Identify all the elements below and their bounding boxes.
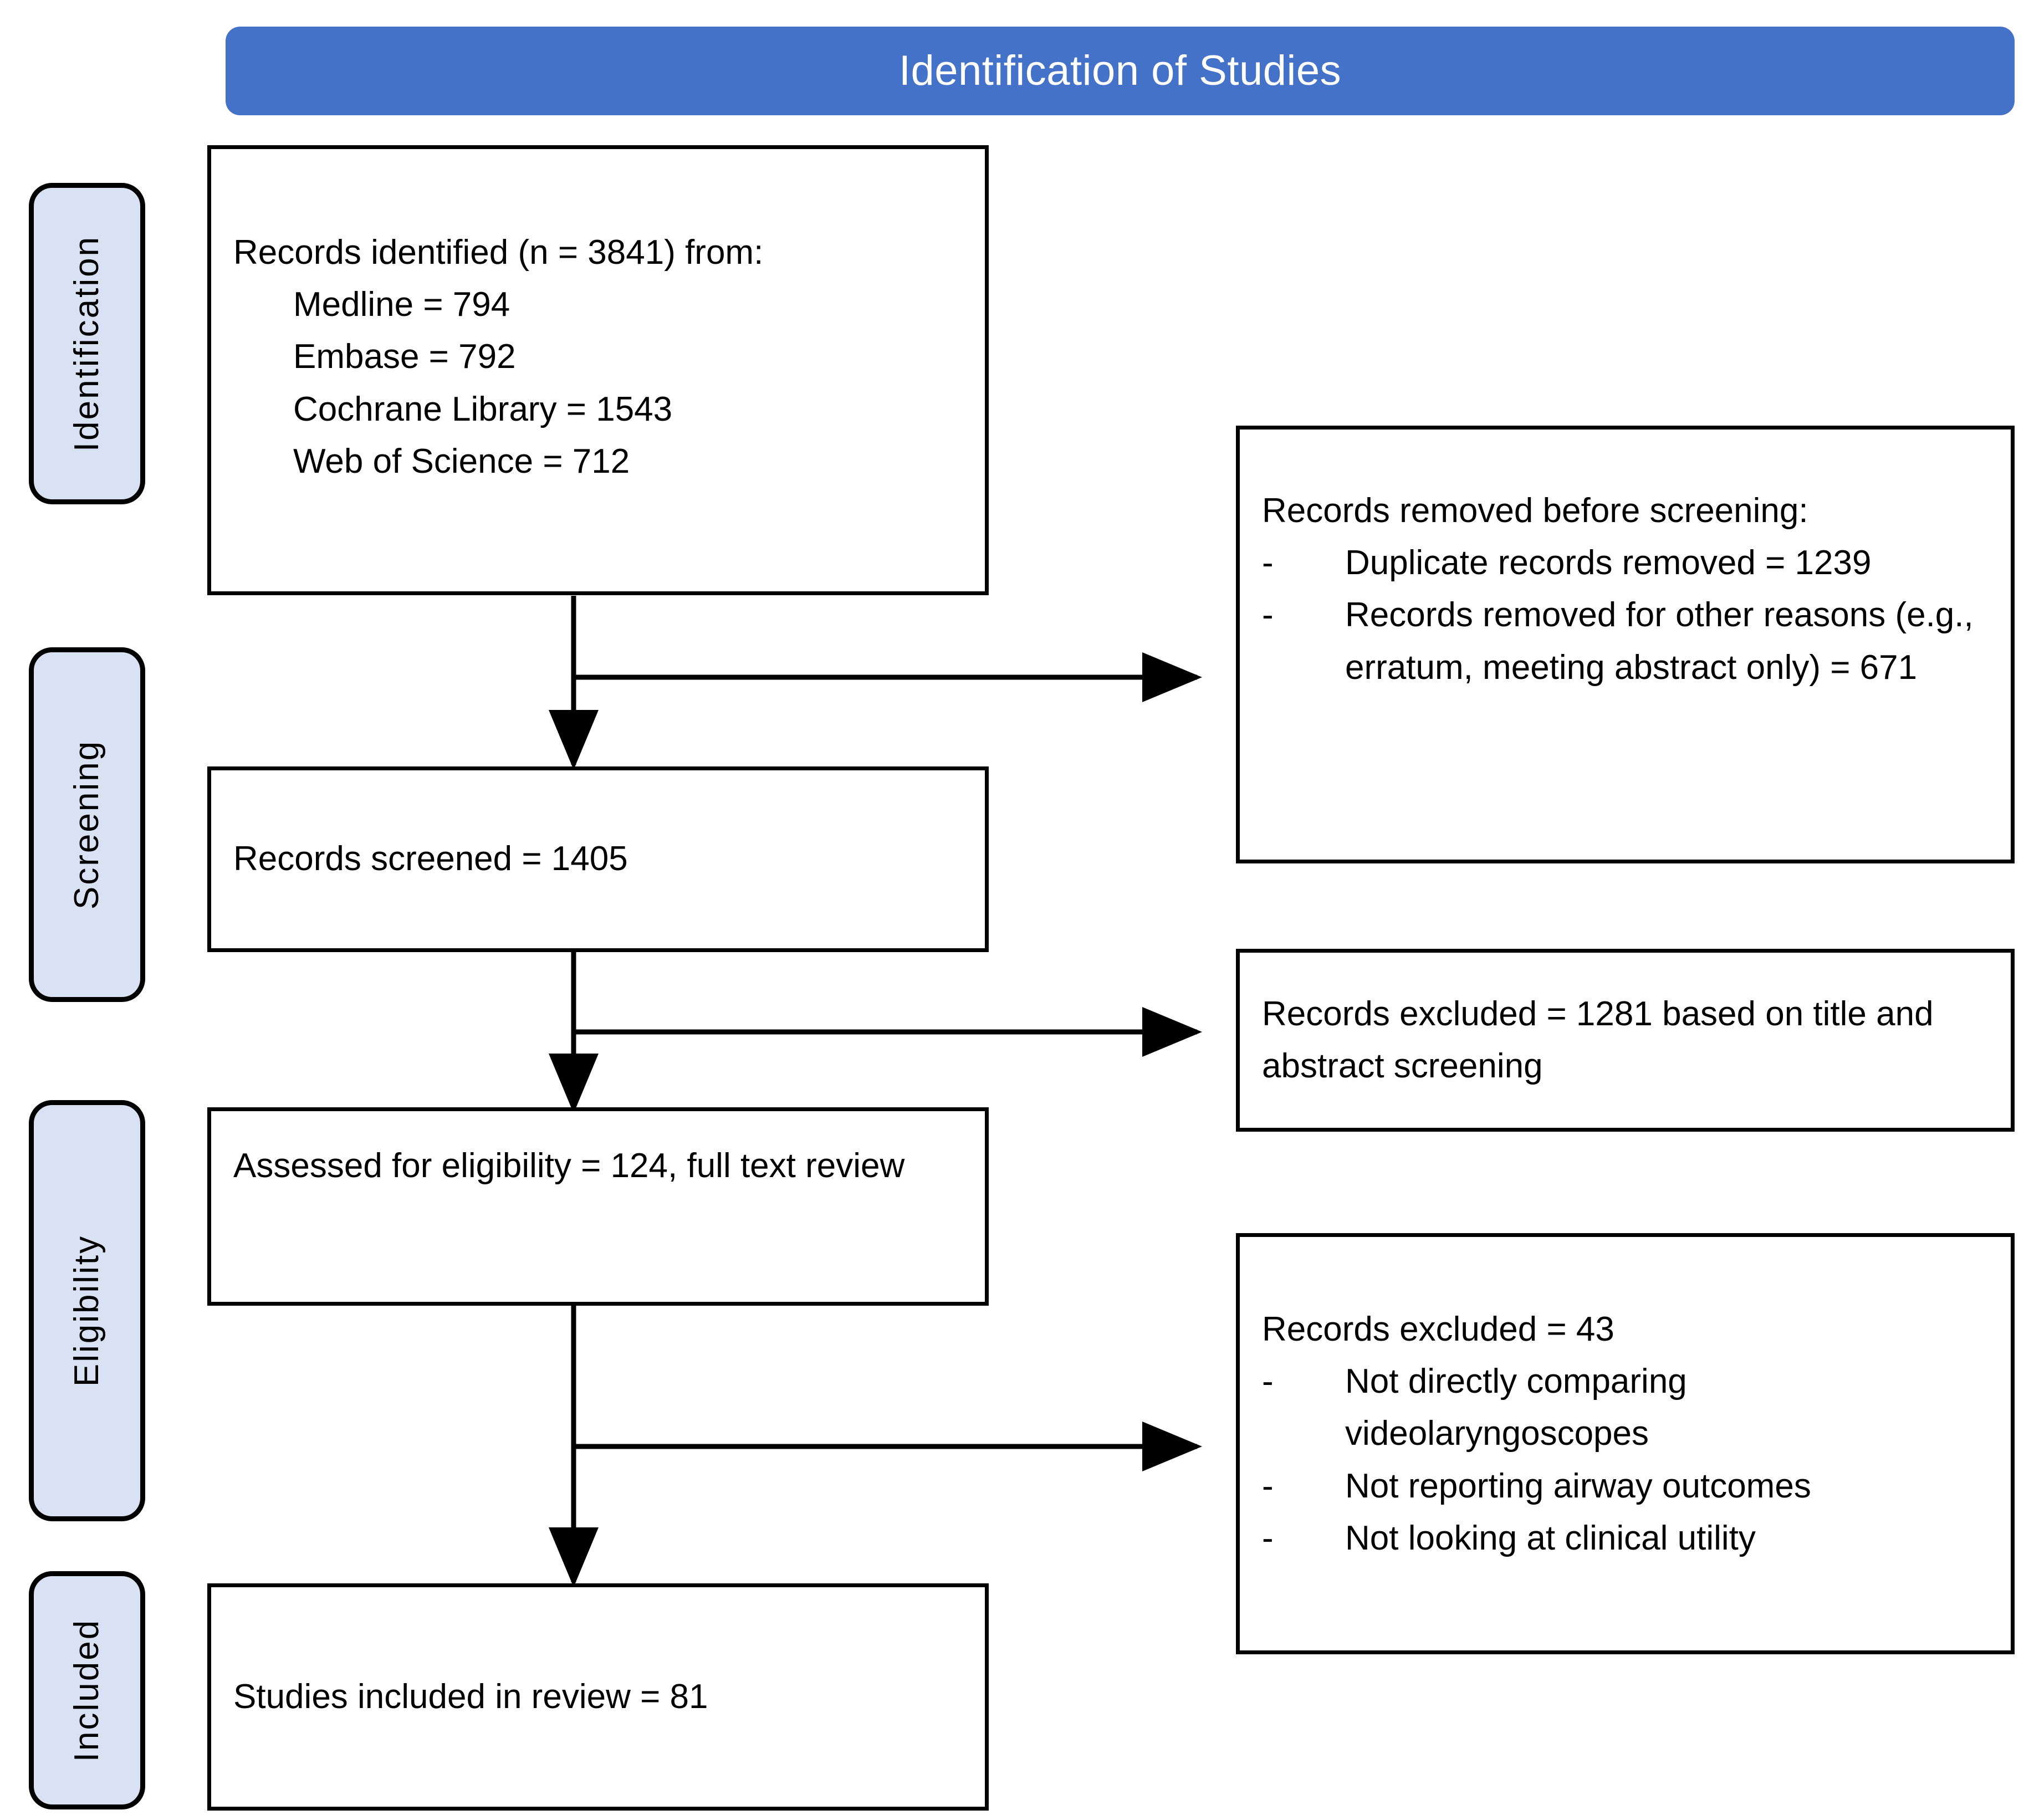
box-records-screened: Records screened = 1405 [207, 766, 989, 952]
stage-label-eligibility: Eligibility [68, 1234, 106, 1387]
source-embase: Embase = 792 [293, 338, 516, 376]
box-records-removed-before-screening: Records removed before screening: - Dupl… [1236, 426, 2015, 863]
stage-label-identification: Identification [68, 235, 106, 452]
stage-pill-eligibility: Eligibility [29, 1100, 145, 1521]
excluded-bullet-no-clinical-utility-text: Not looking at clinical utility [1345, 1519, 1756, 1557]
stage-pill-screening: Screening [29, 647, 145, 1002]
excluded-bullet-no-airway-outcomes-text: Not reporting airway outcomes [1345, 1466, 1811, 1505]
excluded-bullet-no-clinical-utility: - Not looking at clinical utility [1262, 1512, 1989, 1565]
records-excluded-full-text-heading: Records excluded = 43 [1262, 1310, 1614, 1348]
removed-before-screening-heading: Records removed before screening: [1262, 492, 1808, 530]
source-medline: Medline = 794 [293, 285, 510, 324]
removed-bullet-duplicates-text: Duplicate records removed = 1239 [1345, 544, 1872, 582]
box-studies-included: Studies included in review = 81 [207, 1583, 989, 1811]
box-records-identified: Records identified (n = 3841) from: Medl… [207, 145, 989, 595]
box-records-excluded-full-text: Records excluded = 43 - Not directly com… [1236, 1233, 2015, 1654]
stage-pill-included: Included [29, 1571, 145, 1809]
bullet-marker-icon: - [1262, 596, 1274, 635]
removed-bullet-other-reasons-text: Records removed for other reasons (e.g.,… [1345, 596, 1974, 687]
stage-label-screening: Screening [68, 739, 106, 910]
bullet-marker-icon: - [1262, 1466, 1274, 1505]
page-title: Identification of Studies [898, 47, 1342, 94]
box-assessed-for-eligibility: Assessed for eligibility = 124, full tex… [207, 1107, 989, 1306]
stage-label-included: Included [68, 1618, 106, 1762]
records-excluded-title-abstract-text: Records excluded = 1281 based on title a… [1262, 994, 1943, 1085]
bullet-marker-icon: - [1262, 1362, 1274, 1401]
bullet-marker-icon: - [1262, 544, 1274, 582]
excluded-bullet-not-comparing: - Not directly comparing videolaryngosco… [1262, 1356, 1989, 1460]
records-screened-text: Records screened = 1405 [233, 840, 628, 878]
assessed-for-eligibility-text: Assessed for eligibility = 124, full tex… [233, 1147, 905, 1185]
source-web-of-science: Web of Science = 712 [293, 442, 630, 480]
excluded-bullet-not-comparing-text: Not directly comparing videolaryngoscope… [1345, 1362, 1687, 1453]
removed-bullet-other-reasons: - Records removed for other reasons (e.g… [1262, 589, 1989, 693]
box-records-excluded-title-abstract: Records excluded = 1281 based on title a… [1236, 949, 2015, 1132]
source-cochrane-library: Cochrane Library = 1543 [293, 390, 673, 428]
bullet-marker-icon: - [1262, 1519, 1274, 1557]
removed-bullet-duplicates: - Duplicate records removed = 1239 [1262, 537, 1989, 589]
excluded-bullet-no-airway-outcomes: - Not reporting airway outcomes [1262, 1460, 1989, 1512]
header-banner: Identification of Studies [226, 27, 2015, 115]
studies-included-text: Studies included in review = 81 [233, 1677, 708, 1716]
records-identified-heading: Records identified (n = 3841) from: [233, 233, 764, 272]
stage-pill-identification: Identification [29, 183, 145, 504]
